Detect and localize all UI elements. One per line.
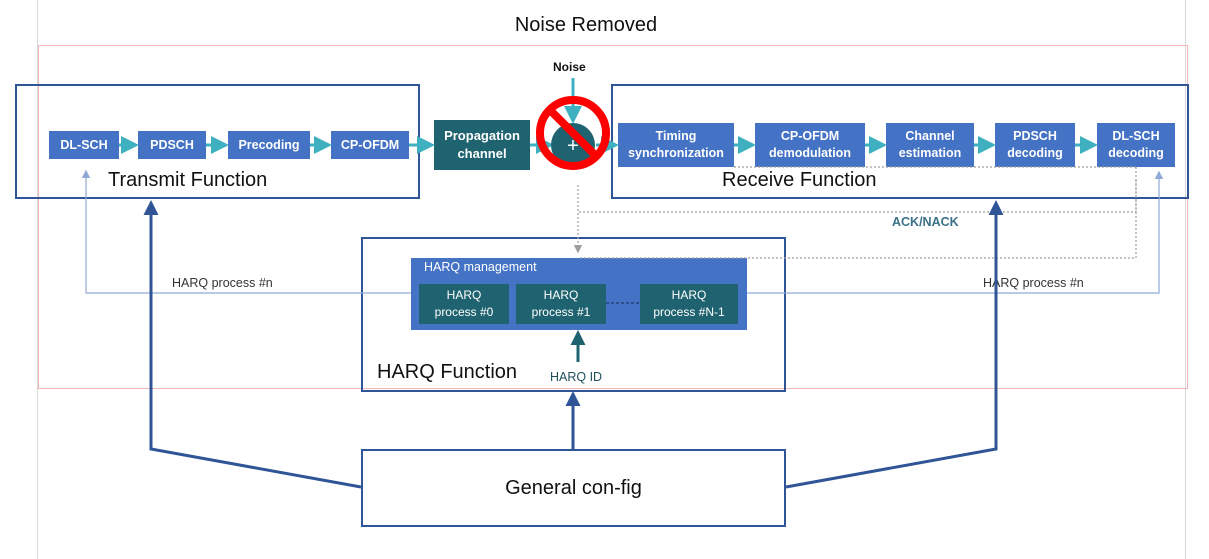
pdsch-block[interactable]: PDSCH	[138, 131, 206, 159]
noise-label: Noise	[553, 60, 586, 74]
harq-process-n-right-label: HARQ process #n	[983, 276, 1084, 290]
transmit-function-label: Transmit Function	[108, 169, 268, 191]
chest-line1: Channel	[905, 129, 955, 143]
harq-process-n-1[interactable]: HARQ process #N-1	[640, 284, 738, 324]
ack-nack-feedback	[573, 166, 1137, 259]
cp-ofdm-demod-block[interactable]: CP-OFDM demodulation	[755, 123, 865, 167]
propagation-line2: channel	[457, 146, 507, 161]
general-config-arrows	[143, 200, 1004, 489]
general-config-label: General con-fig	[505, 476, 642, 499]
diagram-title: Noise Removed	[514, 14, 658, 36]
cp-ofdm-block[interactable]: CP-OFDM	[331, 131, 409, 159]
adder-plus-symbol: +	[567, 135, 579, 157]
harq-right-connector	[747, 170, 1164, 294]
harq-left-connector	[81, 169, 411, 294]
timing-line2: synchronization	[628, 146, 724, 160]
precoding-block[interactable]: Precoding	[228, 131, 310, 159]
harq-management-title: HARQ management	[424, 260, 537, 274]
diagram-frame	[38, 45, 1188, 389]
prohibited-icon	[536, 96, 610, 170]
procn-line2: process #N-1	[653, 305, 725, 319]
demod-line2: demodulation	[769, 146, 851, 160]
proc1-line1: HARQ	[543, 288, 579, 302]
timing-line1: Timing	[655, 129, 697, 143]
proc0-line2: process #0	[434, 305, 494, 319]
proc0-line1: HARQ	[446, 288, 482, 302]
dlsch-dec-line2: decoding	[1108, 146, 1164, 160]
dl-sch-decoding-block[interactable]: DL-SCH decoding	[1097, 123, 1175, 167]
harq-process-n-left-label: HARQ process #n	[172, 276, 273, 290]
harq-process-1[interactable]: HARQ process #1	[516, 284, 606, 324]
propagation-channel-block[interactable]: Propagation channel	[434, 120, 530, 170]
receive-function-label: Receive Function	[722, 169, 877, 191]
pdsch-decoding-block[interactable]: PDSCH decoding	[995, 123, 1075, 167]
channel-estimation-block[interactable]: Channel estimation	[886, 123, 974, 167]
left-guide-line	[37, 0, 38, 559]
harq-function-label: HARQ Function	[377, 361, 518, 383]
dlsch-dec-line1: DL-SCH	[1112, 129, 1160, 143]
proc1-line2: process #1	[531, 305, 591, 319]
pdsch-dec-line1: PDSCH	[1013, 129, 1057, 143]
dl-sch-block[interactable]: DL-SCH	[49, 131, 119, 159]
general-config-box[interactable]: General con-fig	[361, 449, 786, 527]
chest-line2: estimation	[898, 146, 962, 160]
noise-adder	[551, 123, 595, 167]
demod-line1: CP-OFDM	[780, 129, 840, 143]
harq-id-label: HARQ ID	[550, 370, 603, 384]
right-guide-line	[1185, 0, 1186, 559]
timing-sync-block[interactable]: Timing synchronization	[618, 123, 734, 167]
pdsch-dec-line2: decoding	[1007, 146, 1063, 160]
ack-nack-label: ACK/NACK	[892, 215, 959, 229]
harq-process-0[interactable]: HARQ process #0	[419, 284, 509, 324]
procn-line1: HARQ	[671, 288, 707, 302]
propagation-line1: Propagation	[444, 128, 520, 143]
